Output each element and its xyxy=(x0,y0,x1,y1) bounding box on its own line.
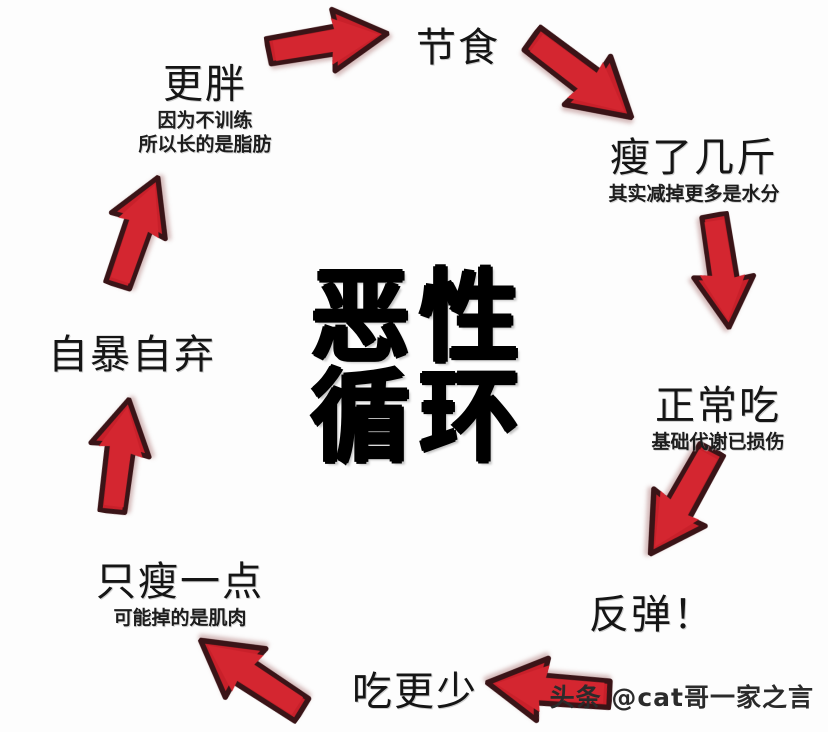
node-fantan: 反弹！ xyxy=(589,594,715,636)
node-fantan-title: 反弹！ xyxy=(589,592,715,638)
node-zhishouyidian-sub: 可能掉的是肌肉 xyxy=(113,607,247,630)
arrow-shoule-to-zhengchangchi xyxy=(679,209,763,334)
node-jieshi-title: 节食 xyxy=(416,25,500,71)
arrow-zhengchangchi-to-fantan xyxy=(615,427,746,574)
center-char-3: 循 xyxy=(310,359,411,476)
watermark: 头条 @cat哥一家之言 xyxy=(549,683,814,712)
node-gengpang-sub-line2: 所以长的是脂肪 xyxy=(138,133,272,155)
node-zhishouyidian-title: 只瘦一点 xyxy=(96,559,264,606)
node-zhengchangchi: 正常吃 基础代谢已损伤 xyxy=(651,385,784,455)
node-chigengshao-title: 吃更少 xyxy=(352,669,478,715)
node-shoulejijin: 瘦了几斤 其实减掉更多是水分 xyxy=(608,137,779,207)
node-zibaoziqi-title: 自暴自弃 xyxy=(48,332,216,378)
arrow-fantan-to-chigengshao xyxy=(481,642,617,732)
node-zhishouyidian: 只瘦一点 可能掉的是肌肉 xyxy=(96,561,264,631)
center-char-4: 环 xyxy=(419,359,520,476)
node-jieshi: 节食 xyxy=(416,27,500,69)
node-shoulejijin-sub: 其实减掉更多是水分 xyxy=(608,183,780,206)
node-zibaoziqi: 自暴自弃 xyxy=(48,334,216,376)
node-gengpang-sub-line1: 因为不训练 xyxy=(157,109,253,132)
arrow-jieshi-to-shoule xyxy=(505,5,658,151)
center-char-1: 恶 xyxy=(310,259,411,376)
node-chigengshao: 吃更少 xyxy=(352,671,478,713)
center-char-2: 性 xyxy=(419,259,520,376)
arrow-chigengshao-to-zhishou xyxy=(178,607,326,732)
arrow-zibaoziqi-to-gengpang xyxy=(82,163,194,301)
node-gengpang-title: 更胖 xyxy=(162,61,247,108)
node-zhengchangchi-title: 正常吃 xyxy=(654,383,781,430)
center-label-vicious-cycle: 恶 性 循 环 xyxy=(307,259,521,476)
node-zhengchangchi-sub: 基础代谢已损伤 xyxy=(651,431,785,454)
arrow-zhishou-to-zibaoziqi xyxy=(75,392,166,521)
arrow-gengpang-to-jieshi xyxy=(261,0,394,87)
node-gengpang: 更胖 因为不训练 所以长的是脂肪 xyxy=(138,63,271,157)
node-shoulejijin-title: 瘦了几斤 xyxy=(609,135,778,182)
